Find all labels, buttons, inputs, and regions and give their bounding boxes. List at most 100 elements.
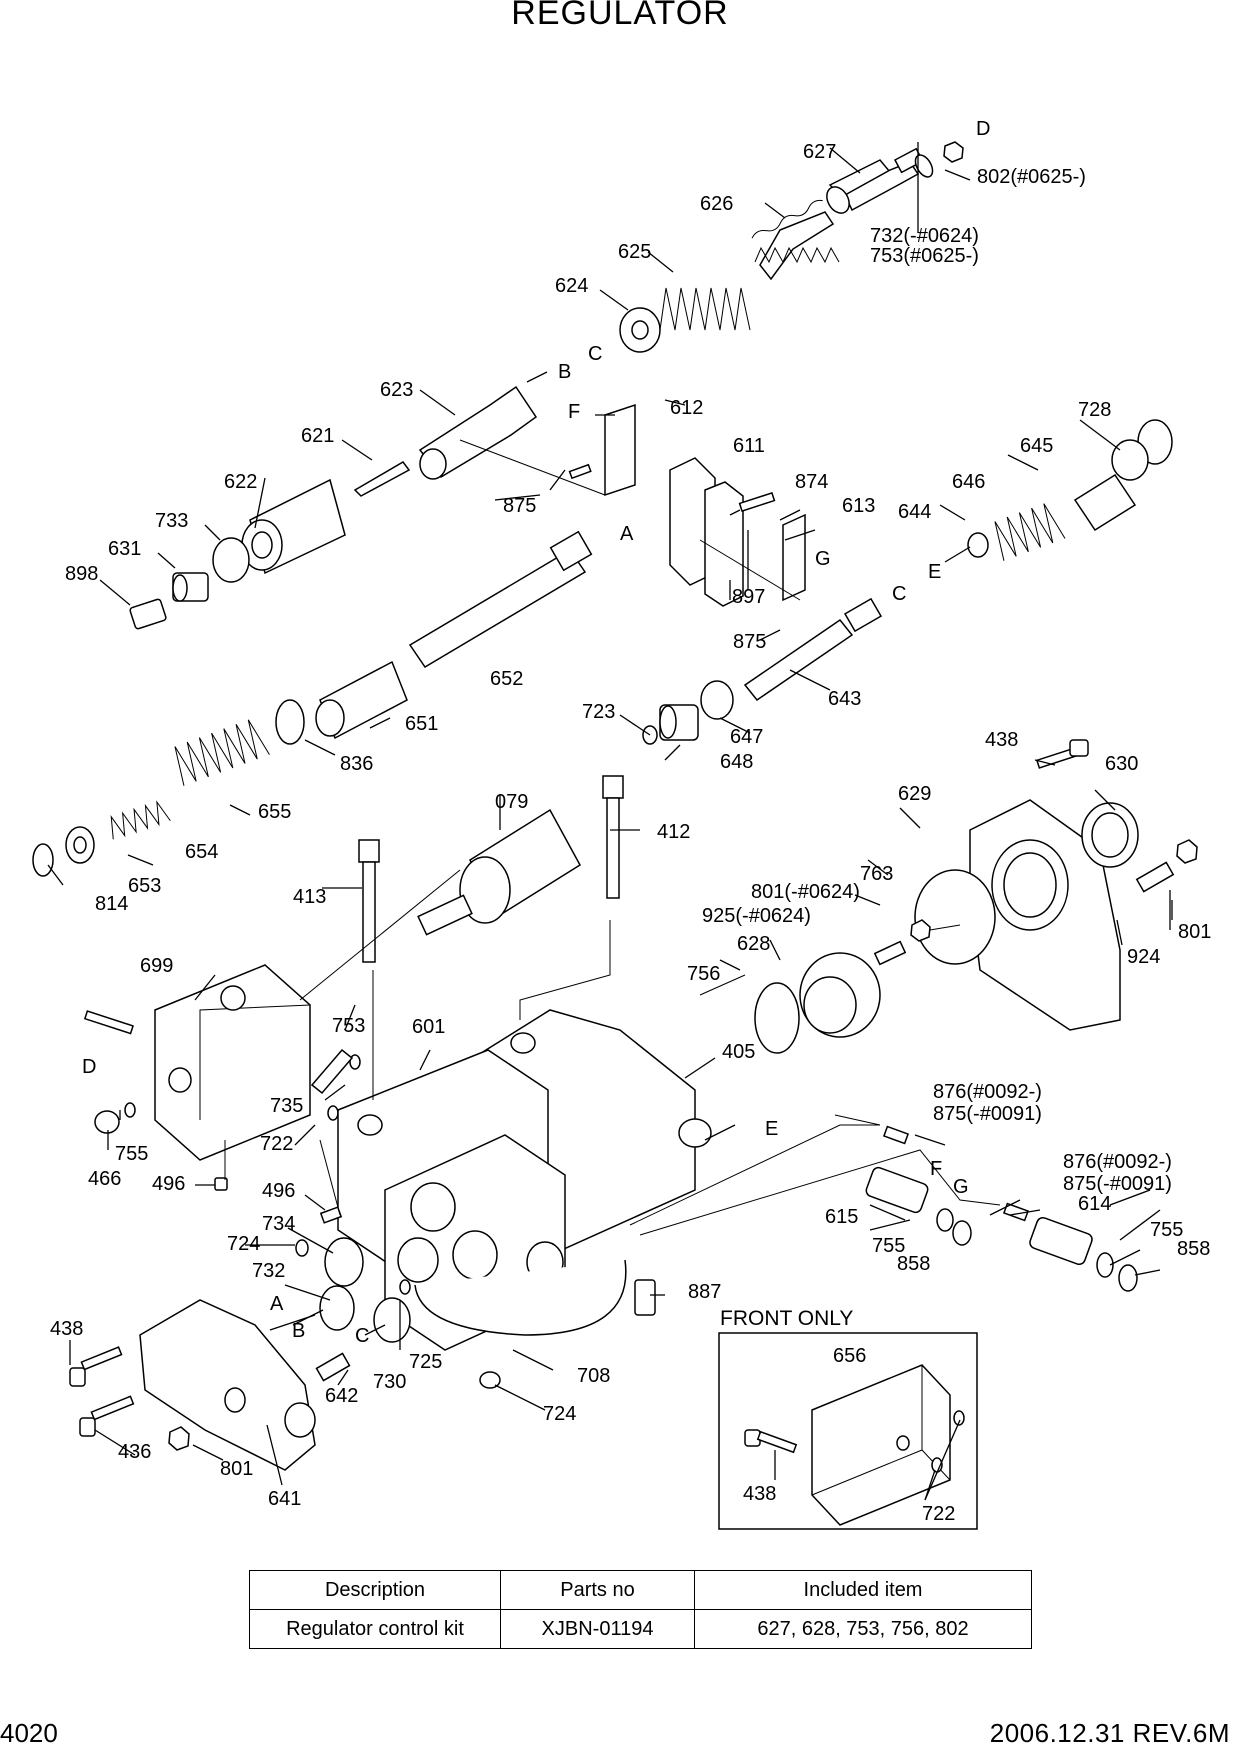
callout-627: 627 [803,141,836,163]
callout-412: 412 [657,821,690,843]
kit-table-header-parts-no: Parts no [500,1570,695,1610]
part-626-spring [751,199,823,239]
callout-801-mid: 801(-#0624) [751,881,860,903]
part-836-snap-ring [275,699,305,745]
callout-814: 814 [95,893,128,915]
callout-836: 836 [340,753,373,775]
callout-C-mid: C [892,583,906,605]
part-623-sleeve [418,385,538,480]
callout-655: 655 [258,801,291,823]
callout-646: 646 [952,471,985,493]
part-814-snap-ring [32,843,54,877]
callout-725: 725 [409,1351,442,1373]
part-628-adjusting-screw [799,952,881,1038]
part-412-bolt [602,775,624,899]
part-802-nut [943,141,964,163]
callout-625: 625 [618,241,651,263]
part-756-oring [754,982,800,1054]
callout-753-mid: 753 [332,1015,365,1037]
callout-E-top: E [928,561,941,583]
part-734-oring [324,1237,364,1287]
callout-653: 653 [128,875,161,897]
callout-643: 643 [828,688,861,710]
callout-925: 925(-#0624) [702,905,811,927]
callout-876-b: 876(#0092-) [1063,1151,1172,1173]
callout-C-low: C [355,1325,369,1347]
part-732-oring-front [319,1285,355,1331]
callout-626: 626 [700,193,733,215]
part-874-pin [738,491,776,513]
callout-897: 897 [732,586,765,608]
callout-645: 645 [1020,435,1053,457]
callout-801-right: 801 [1178,921,1211,943]
callout-875-c: 875(-#0091) [933,1103,1042,1125]
callout-722-left: 722 [260,1133,293,1155]
part-858-ring-mid [952,1220,972,1246]
part-725-oring [399,1279,411,1295]
callout-699: 699 [140,955,173,977]
part-924-screw [1135,861,1175,893]
part-630-nut [1081,802,1139,868]
callout-753-top: 753(#0625-) [870,245,979,267]
revision-date: 2006.12.31 REV.6M [989,1718,1230,1748]
part-925-screw [873,940,907,966]
callout-B-low: B [292,1320,305,1342]
part-631-bushing [172,572,209,602]
part-733-oring [212,537,250,583]
callout-732: 732(-#0624) [870,225,979,247]
part-615-piston [865,1166,929,1214]
callout-438-top: 438 [985,729,1018,751]
callout-A-low: A [270,1293,284,1315]
part-801-nut-mid [910,919,931,942]
callout-801-left: 801 [220,1458,253,1480]
part-755-oring-right [1096,1252,1114,1278]
part-652-spool [408,530,593,669]
part-627-plug [826,147,924,214]
part-755-oring-left [124,1102,136,1118]
callout-466: 466 [88,1168,121,1190]
kit-table: Description Parts no Included item Regul… [249,1570,1032,1649]
callout-631: 631 [108,538,141,560]
callout-755-left: 755 [115,1143,148,1165]
callout-623: 623 [380,379,413,401]
part-656-plate [811,1364,951,1526]
part-079-solenoid [417,808,581,936]
part-624-seat [619,307,661,353]
callout-624: 624 [555,275,588,297]
callout-723: 723 [582,701,615,723]
callout-E-mid: E [765,1118,778,1140]
callout-732-front: 732 [252,1260,285,1282]
part-699-cover [154,964,311,1161]
part-621-spool [353,461,411,497]
callout-611: 611 [733,435,765,457]
callout-G-top: G [815,548,831,570]
callout-622: 622 [224,471,257,493]
callout-405: D [82,1056,96,1078]
part-466-plug [94,1110,120,1134]
part-647-ring [700,680,734,720]
part-648-bushing [659,704,699,741]
callout-496-upper: 496 [262,1180,295,1202]
callout-F-top: F [568,401,580,423]
part-722-oring-front-c [896,1435,910,1451]
part-613-plate [782,513,806,602]
callout-708: 708 [577,1365,610,1387]
part-627-body [759,211,835,281]
callout-438-front: 438 [743,1483,776,1505]
part-651-piston [315,660,408,740]
callout-642: 642 [325,1385,358,1407]
kit-included-item-cell: 627, 628, 753, 756, 802 [694,1609,1032,1649]
callout-875-a: 875 [503,495,536,517]
callout-438-left: 438 [50,1318,83,1340]
callout-802: 802(#0625-) [977,166,1086,188]
callout-D-mid: 405 [722,1041,755,1063]
callout-734: 734 [262,1213,295,1235]
part-622-sleeve [241,478,346,575]
part-858-ring-right [1118,1264,1138,1292]
callout-G-mid: G [953,1176,969,1198]
part-801-nut-right [1176,839,1198,864]
part-875-pin-lower [1002,1202,1030,1222]
callout-763: 763 [860,863,893,885]
callout-887: 887 [688,1281,721,1303]
table-row: Regulator control kit XJBN-01194 627, 62… [249,1609,1032,1649]
